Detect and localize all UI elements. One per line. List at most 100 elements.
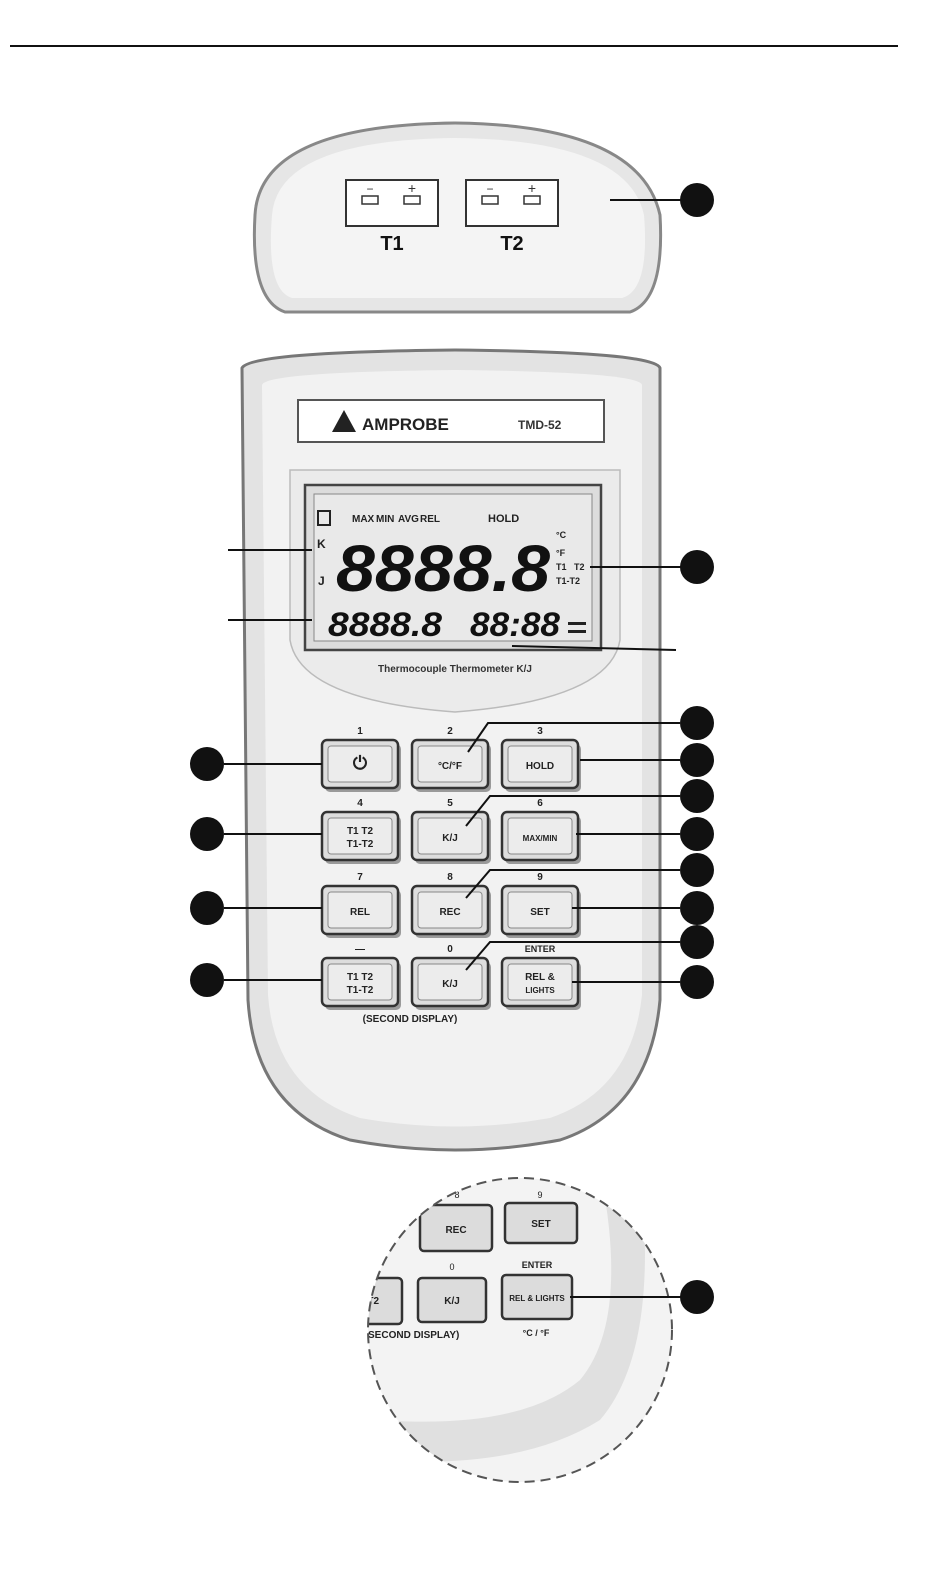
callout-dot-maxmin: [680, 817, 714, 851]
lcd-main-digits: 8888.8: [336, 531, 550, 605]
key-kj-label: K/J: [442, 833, 458, 844]
second-display-label: (SECOND DISPLAY): [363, 1014, 458, 1025]
callout-dot-lcd: [680, 550, 714, 584]
key-t1t2-main-label: T1 T2: [347, 826, 374, 837]
key-t1t2-second-label: T1 T2: [347, 972, 374, 983]
lcd-secondary-right-digits: 88:88: [470, 606, 560, 644]
key-t1t2-main-sublabel: T1-T2: [347, 839, 374, 850]
callout-line-lcd-bottom: [511, 645, 677, 651]
key-backlight-number: ENTER: [525, 944, 556, 954]
connector-head: − + T1 − + T2: [252, 121, 714, 314]
key-maxmin-number: 6: [537, 798, 543, 809]
lcd-indicator-hold: HOLD: [488, 513, 519, 525]
detail-key-set-label: SET: [531, 1219, 550, 1230]
jack-t2: − + T2: [465, 179, 559, 255]
power-icon: ⏻: [353, 753, 368, 773]
callout-dot-zero: [680, 925, 714, 959]
key-c-f-number: 2: [447, 726, 453, 737]
detail-magnifier: 8 REC 9 SET T1 T2 0 K/J ENTER REL &: [330, 1177, 714, 1483]
key-rec-label: REC: [439, 907, 460, 918]
key-backlight-sublabel: LIGHTS: [525, 986, 555, 995]
detail-key-set-number: 9: [537, 1190, 542, 1200]
callout-dot-set: [680, 891, 714, 925]
lcd-indicator-j: J: [318, 574, 325, 588]
jack-t1-minus: −: [366, 182, 373, 196]
detail-key-backlight-label: REL & LIGHTS: [509, 1294, 565, 1303]
lcd-indicator-max: MAX: [352, 514, 375, 525]
detail-key-zero[interactable]: 0 K/J: [416, 1262, 488, 1324]
key-rel-label: REL: [350, 907, 370, 918]
brand-logo-icon: [332, 410, 356, 432]
detail-key-zero-number: 0: [449, 1262, 454, 1272]
lcd-unit-t1: T1: [556, 562, 567, 572]
jack-t2-plus: +: [528, 180, 536, 196]
battery-icon: [317, 510, 331, 526]
detail-outline: [367, 1177, 673, 1483]
lcd-indicator-k: K: [317, 537, 326, 551]
lcd-unit-t2: T2: [574, 562, 585, 572]
callout-dot-kj: [680, 779, 714, 813]
key-t1t2-second-sublabel: T1-T2: [347, 985, 374, 996]
lcd-indicator-avg: AVG: [398, 514, 419, 525]
detail-key-rec-label: REC: [445, 1225, 466, 1236]
key-kj[interactable]: 5K/J: [410, 798, 491, 864]
detail-below-right: °C / °F: [523, 1328, 550, 1338]
key-power-number: 1: [357, 726, 363, 737]
callout-dot-hold: [680, 743, 714, 777]
key-t1t2-main[interactable]: 4 T1 T2 T1-T2: [320, 798, 401, 864]
key-power[interactable]: 1⏻: [320, 726, 401, 792]
key-t1t2-second-number: —: [355, 944, 365, 955]
jack-t2-label: T2: [500, 233, 523, 255]
detail-key-t1t2-label: T1 T2: [353, 1296, 380, 1307]
brand-plate: AMPROBE TMD-52: [297, 399, 605, 443]
brand-name: AMPROBE: [362, 415, 449, 434]
detail-key-t1t2[interactable]: T1 T2: [330, 1276, 404, 1326]
detail-enter-label: ENTER: [522, 1260, 553, 1270]
key-kj-number: 5: [447, 798, 453, 809]
key-set-label: SET: [530, 907, 549, 918]
key-t1t2-second[interactable]: — T1 T2 T1-T2: [320, 944, 401, 1010]
callout-dot-rel: [190, 891, 224, 925]
lcd-caption: Thermocouple Thermometer K/J: [378, 664, 532, 675]
detail-key-zero-label: K/J: [444, 1296, 460, 1307]
lcd-indicator-min: MIN: [376, 514, 394, 525]
key-set-number: 9: [537, 872, 543, 883]
lcd-indicator-rel: REL: [420, 514, 440, 525]
key-backlight-label: REL &: [525, 972, 555, 983]
callout-dot-t1t2-main: [190, 817, 224, 851]
lcd-unit-t1-t2: T1-T2: [556, 576, 580, 586]
lcd-secondary-left-digits: 8888.8: [328, 606, 442, 644]
jack-t2-minus: −: [486, 182, 493, 196]
lcd-display: MAX MIN AVG REL HOLD K J 8888.8 °C °F T1…: [303, 483, 603, 652]
callout-dot-backlight: [680, 965, 714, 999]
brand-model: TMD-52: [518, 418, 562, 432]
detail-second-display: (SECOND DISPLAY): [365, 1330, 460, 1341]
key-rec-number: 8: [447, 872, 453, 883]
key-t1t2-main-number: 4: [357, 798, 363, 809]
callout-dot-t1t2-second: [190, 963, 224, 997]
detail-key-set[interactable]: 9 SET: [503, 1190, 579, 1245]
key-hold-label: HOLD: [526, 761, 554, 772]
callout-dot-rec: [680, 853, 714, 887]
callout-dot-power: [190, 747, 224, 781]
key-zero-label: K/J: [442, 979, 458, 990]
key-c-f-label: °C/°F: [438, 761, 462, 772]
detail-key-rec-number: 8: [454, 1190, 459, 1200]
key-rel-number: 7: [357, 872, 363, 883]
jack-t1-plus: +: [408, 180, 416, 196]
lcd-unit-celsius: °C: [556, 530, 567, 540]
key-hold-number: 3: [537, 726, 543, 737]
key-callouts: [190, 706, 714, 999]
detail-key-rec[interactable]: 8 REC: [418, 1190, 494, 1253]
key-zero[interactable]: 0K/J: [410, 944, 491, 1010]
key-zero-number: 0: [447, 944, 453, 955]
jack-t1-label: T1: [380, 233, 403, 255]
callout-dot-detail: [680, 1280, 714, 1314]
jack-t1: − + T1: [345, 179, 439, 255]
